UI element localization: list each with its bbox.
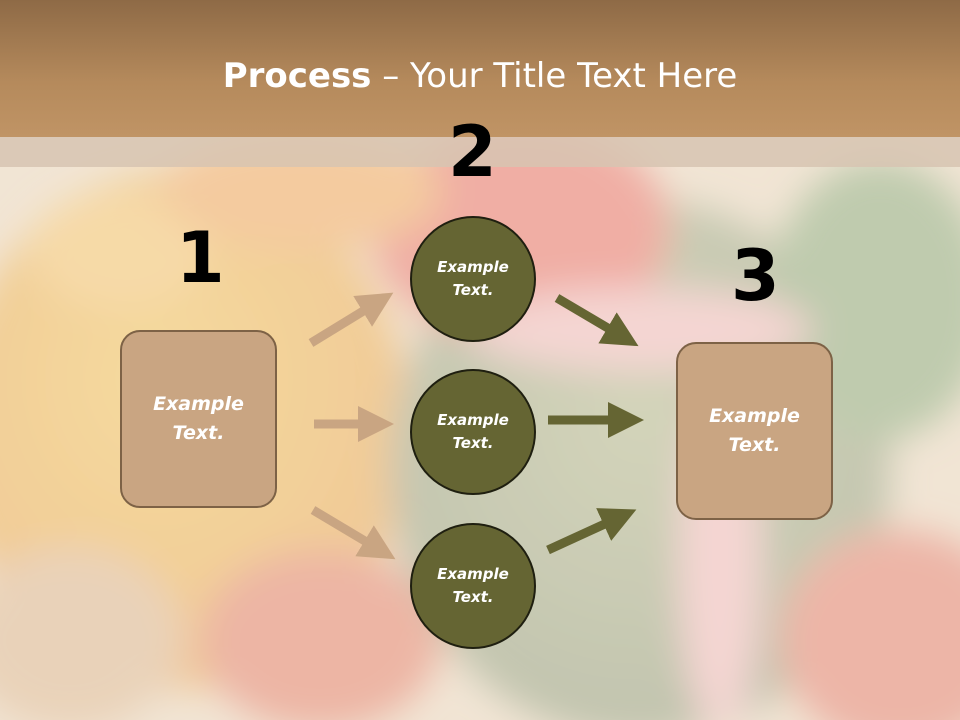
step-1-box-label: Example Text. [153,393,244,444]
step-3-box-label: Example Text. [709,405,800,456]
step-number-3: 3 [731,235,780,317]
step-2-circle-middle: Example Text. [410,369,536,495]
arrow-bottom-to-3 [546,508,637,555]
arrow-1-to-bottom [310,506,396,560]
step-number-1: 1 [176,217,225,299]
step-2-circle-bottom-label: Example Text. [437,565,509,606]
title-rest: – Your Title Text Here [371,56,738,96]
step-2-circle-top: Example Text. [410,216,536,342]
step-2-circle-top-label: Example Text. [437,258,509,299]
step-2-circle-middle-label: Example Text. [437,411,509,452]
title-bar [0,0,960,137]
arrow-top-to-3 [554,294,639,347]
step-3-box: Example Text. [676,342,833,520]
step-2-circle-bottom: Example Text. [410,523,536,649]
slide-title: Process – Your Title Text Here [0,54,960,98]
step-number-2: 2 [448,111,497,193]
title-bold: Process [222,56,372,96]
arrow-1-to-top [308,292,394,347]
step-1-box: Example Text. [120,330,277,508]
title-bar-strip [0,137,960,167]
